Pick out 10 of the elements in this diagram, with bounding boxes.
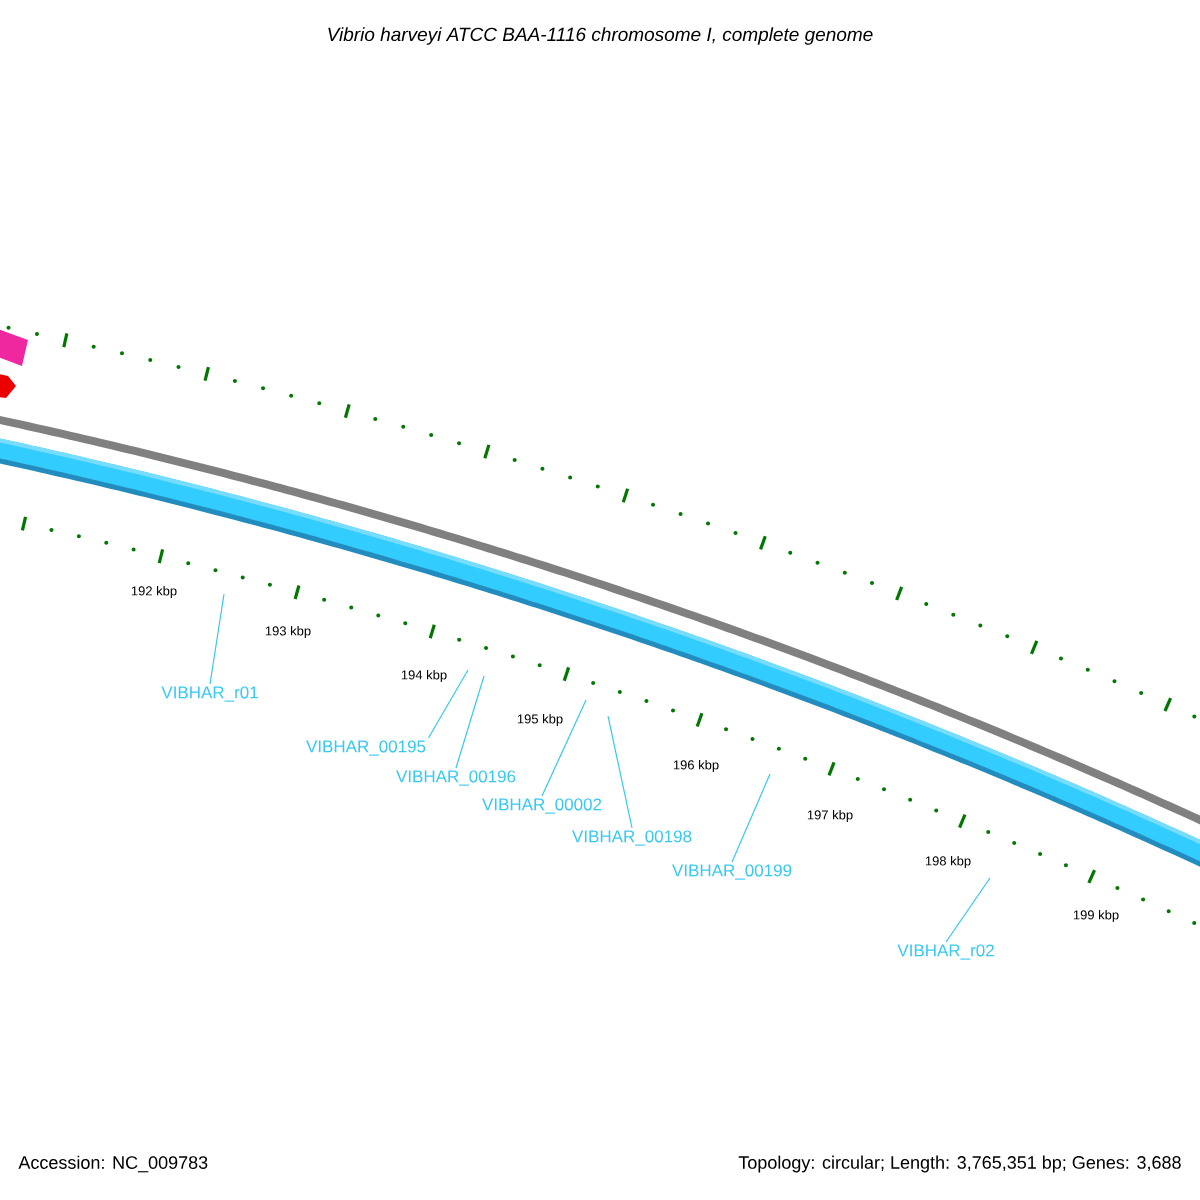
gene-label: VIBHAR_00195	[306, 740, 426, 756]
gene-label: VIBHAR_00198	[572, 830, 692, 846]
gene-label: VIBHAR_r02	[897, 944, 994, 960]
title: Vibrio harveyi ATCC BAA-1116 chromosome I, complete genome	[328, 27, 873, 45]
gene-label: VIBHAR_r01	[161, 686, 258, 702]
accession-text: Accession: NC_009783	[18, 1155, 208, 1173]
gene-label: VIBHAR_00199	[672, 864, 792, 880]
gene-label: VIBHAR_00196	[396, 770, 516, 786]
gene-label: VIBHAR_00002	[482, 798, 602, 814]
genome-info-text: Topology: circular; Length: 3,765,351 bp; Genes: 3,688	[738, 1155, 1181, 1173]
